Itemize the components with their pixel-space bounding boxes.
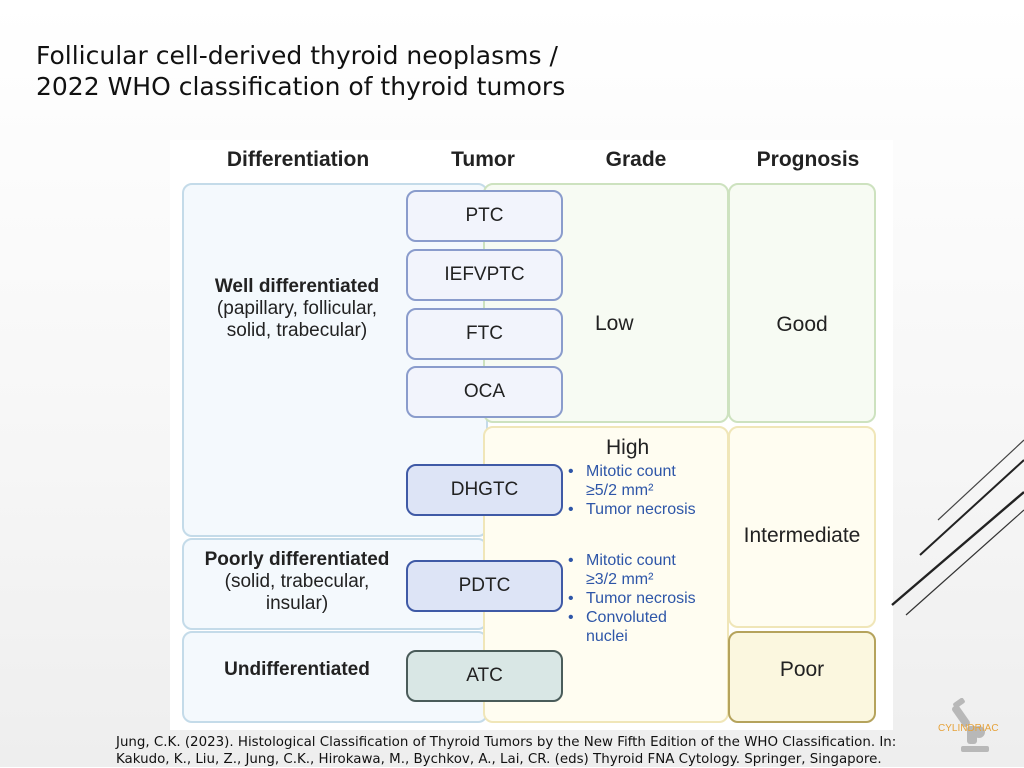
slide-title-line1: Follicular cell-derived thyroid neoplasm… [36, 41, 558, 70]
dhgtc-criterion-necrosis: Tumor necrosis [566, 500, 696, 519]
tumor-atc: ATC [406, 650, 563, 702]
pdtc-criteria: Mitotic count≥3/2 mm² Tumor necrosis Con… [566, 551, 696, 646]
label-well-differentiated: Well differentiated (papillary, follicul… [192, 276, 402, 342]
tumor-ftc: FTC [406, 308, 563, 360]
prognosis-good: Good [776, 313, 828, 336]
tumor-ptc: PTC [406, 190, 563, 242]
well-line1: (papillary, follicular, [216, 298, 378, 319]
region-prognosis-intermediate [728, 426, 876, 628]
slide-title-line2: 2022 WHO classification of thyroid tumor… [36, 72, 566, 101]
dhgtc-criteria: Mitotic count≥5/2 mm² Tumor necrosis [566, 462, 696, 519]
slide-title: Follicular cell-derived thyroid neoplasm… [36, 40, 565, 102]
poor-title: Poorly differentiated [204, 549, 390, 570]
header-tumor: Tumor [451, 148, 515, 171]
dhgtc-criterion-mitotic: Mitotic count≥5/2 mm² [566, 462, 696, 500]
prognosis-intermediate: Intermediate [743, 524, 861, 547]
tumor-pdtc: PDTC [406, 560, 563, 612]
poor-line2: insular) [265, 593, 329, 614]
microscope-logo-icon [952, 698, 989, 752]
label-poorly-differentiated: Poorly differentiated (solid, trabecular… [192, 549, 402, 615]
grade-high: High [606, 436, 650, 459]
citation-line1: Jung, C.K. (2023). Histological Classifi… [116, 735, 897, 750]
prognosis-poor: Poor [779, 658, 825, 681]
pdtc-criterion-necrosis: Tumor necrosis [566, 589, 696, 608]
citation-line2: Kakudo, K., Liu, Z., Jung, C.K., Hirokaw… [116, 752, 882, 767]
header-prognosis: Prognosis [756, 148, 860, 171]
grade-low: Low [595, 312, 634, 335]
pdtc-criterion-mitotic: Mitotic count≥3/2 mm² [566, 551, 696, 589]
logo-text: CYLINDRIAC [938, 723, 999, 734]
well-title: Well differentiated [214, 276, 380, 297]
citation: Jung, C.K. (2023). Histological Classifi… [116, 734, 896, 768]
poor-line1: (solid, trabecular, [224, 571, 370, 592]
tumor-iefvptc: IEFVPTC [406, 249, 563, 301]
region-prognosis-poor [728, 631, 876, 723]
label-undifferentiated: Undifferentiated [192, 659, 402, 681]
undiff-title: Undifferentiated [224, 659, 370, 680]
classification-figure: Differentiation Tumor Grade Prognosis We… [170, 140, 893, 730]
header-differentiation: Differentiation [226, 148, 370, 171]
tumor-oca: OCA [406, 366, 563, 418]
well-line2: solid, trabecular) [226, 320, 368, 341]
tumor-dhgtc: DHGTC [406, 464, 563, 516]
header-grade: Grade [605, 148, 667, 171]
decorative-lines [891, 439, 1024, 616]
region-prognosis-good [728, 183, 876, 423]
